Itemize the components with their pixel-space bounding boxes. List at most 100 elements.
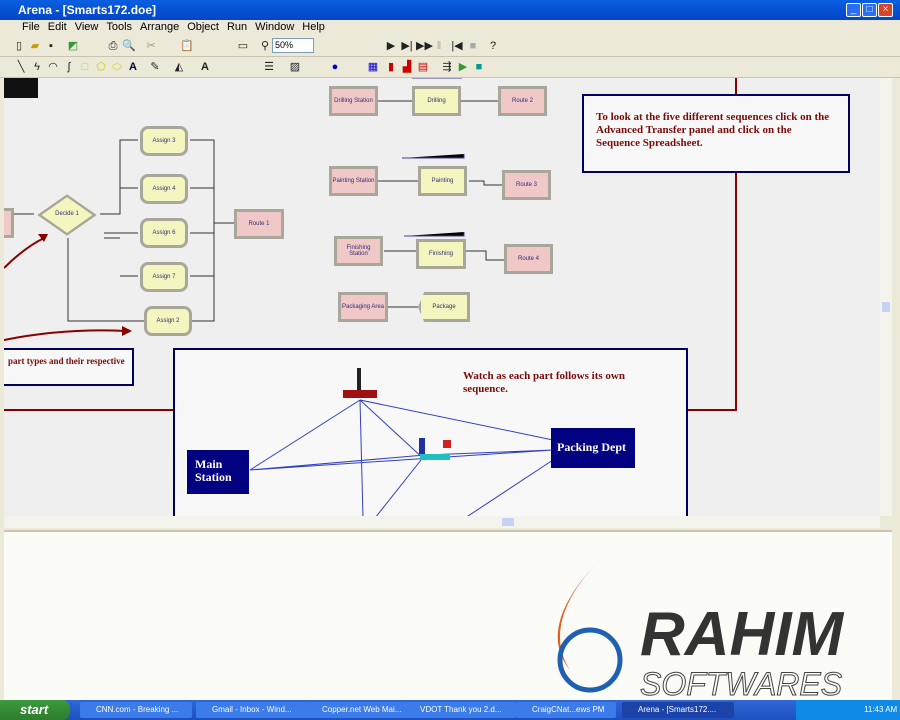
end-icon[interactable]: ■ [469,40,477,52]
close-button[interactable]: × [878,3,893,17]
assign-module[interactable]: Assign 6 [140,218,188,248]
line-color-icon[interactable]: ✎ [150,61,160,73]
menu-run[interactable]: Run [226,21,248,33]
route-module[interactable]: Route 4 [504,244,553,274]
assign-module[interactable]: Assign 7 [140,262,188,292]
taskbar-item[interactable]: Copper.net Web Mai... [306,702,418,718]
menu-arrange[interactable]: Arrange [140,21,180,33]
line-icon[interactable]: ╲ [17,61,25,73]
step-icon[interactable]: ▶| [401,40,413,52]
system-tray: 11:43 AM [796,700,900,720]
assign-module[interactable]: Assign 2 [144,306,192,336]
taskbar-item[interactable]: Gmail - Inbox - Wind... [196,702,308,718]
horizontal-scrollbar[interactable] [4,516,880,528]
minimize-button[interactable]: _ [846,3,861,17]
decide-module[interactable]: Decide 1 [55,211,79,217]
window-title: Arena - [Smarts172.doe] [18,3,157,17]
part-types-note: part types and their respective [8,356,125,366]
named-view-thumbnail [4,78,38,98]
part-types-note-box: part types and their respective [4,348,134,386]
menu-view[interactable]: View [74,21,99,33]
drawing-toolbar: ╲ ϟ ◠ ∫ □ ⬠ ⬭ A ✎ ◭ A ☰ ▨ ● ▦ ▮ ▟ ▤ ⇶ ▶ … [0,57,900,78]
clock: 11:43 AM [864,705,898,714]
taskbar-item-active[interactable]: Arena - [Smarts172.... [622,702,734,718]
packing-dept-label: Packing Dept [551,428,635,468]
sequence-note: To look at the five different sequences … [596,111,830,149]
layers-icon[interactable]: ▭ [237,40,249,52]
line-width-icon[interactable]: ☰ [264,61,274,73]
variable-icon[interactable]: ▦ [367,61,379,73]
print-icon[interactable]: ⎙ [108,40,118,52]
box-icon[interactable]: □ [81,61,89,73]
vertical-scrollbar[interactable] [880,78,892,516]
new-icon[interactable]: ▯ [15,40,23,52]
start-button[interactable]: start [0,700,70,720]
assign-module[interactable]: Assign 3 [140,126,188,156]
level-icon[interactable]: ▮ [387,61,395,73]
menu-bar: File Edit View Tools Arrange Object Run … [0,20,900,35]
station-module[interactable]: Drilling Station [329,86,378,116]
watch-note: Watch as each part follows its own seque… [463,370,625,395]
save-icon[interactable]: ▪ [49,40,53,52]
print-preview-icon[interactable]: 🔍 [122,40,136,52]
arc-icon[interactable]: ◠ [48,61,58,73]
station-module[interactable]: Packaging Area [338,292,388,322]
menu-help[interactable]: Help [302,21,325,33]
start-over-icon[interactable]: |◀ [451,40,463,52]
polyline-icon[interactable]: ϟ [34,61,40,73]
taskbar-item[interactable]: VDOT Thank you 2.d... [404,702,516,718]
maximize-button[interactable]: □ [862,3,877,17]
dispose-module[interactable]: Package [418,292,470,322]
queue-icon[interactable]: ⇶ [442,61,452,73]
menu-file[interactable]: File [22,21,40,33]
process-module[interactable]: Drilling [412,86,461,116]
create-module[interactable] [4,208,14,238]
template-attach-icon[interactable]: ◩ [67,40,79,52]
fast-forward-icon[interactable]: ▶▶ [416,40,433,52]
zoom-select[interactable]: 50% [272,38,314,53]
paste-icon[interactable]: 📋 [180,40,194,52]
process-module[interactable]: Painting [418,166,467,196]
histogram-icon[interactable]: ▟ [402,61,412,73]
sequence-note-box: To look at the five different sequences … [582,94,850,173]
svg-text:RAHIM: RAHIM [640,600,845,669]
fill-color-icon[interactable]: ◭ [174,61,184,73]
pause-icon[interactable]: ‖ [436,40,442,52]
animation-panel: Watch as each part follows its own seque… [173,348,688,516]
text-color-icon[interactable]: A [201,61,209,73]
zoom-icon[interactable]: ⚲ [260,40,270,52]
taskbar-item[interactable]: CraigCNat...ews PM [516,702,616,718]
menu-edit[interactable]: Edit [47,21,67,33]
run-go-icon[interactable]: ▶ [386,40,396,52]
station-module[interactable]: Finishing Station [334,236,383,266]
polygon-icon[interactable]: ⬠ [96,61,106,73]
menu-tools[interactable]: Tools [106,21,133,33]
route-module[interactable]: Route 2 [498,86,547,116]
ellipse-icon[interactable]: ⬭ [112,61,122,73]
model-canvas[interactable]: Decide 1 Assign 3 Assign 4 Assign 6 Assi… [4,78,880,516]
open-icon[interactable]: ▰ [30,40,40,52]
curve-icon[interactable]: ∫ [67,61,71,73]
plot-icon[interactable]: ▤ [417,61,429,73]
route-module[interactable]: Route 3 [502,170,551,200]
help-icon[interactable]: ? [489,40,497,52]
fill-pattern-icon[interactable]: ▨ [289,61,301,73]
menu-window[interactable]: Window [255,21,295,33]
standard-toolbar: ▯ ▰ ▪ ◩ ⎙ 🔍 ✂ 📋 ▭ ⚲ 50% ▶ ▶| ▶▶ ‖ |◀ ■ ? [0,36,900,57]
resource-icon[interactable]: ▶ [458,61,468,73]
cut-icon[interactable]: ✂ [146,40,156,52]
horizontal-scroll-thumb[interactable] [502,518,514,526]
vertical-scroll-thumb[interactable] [882,302,890,312]
connector-lines [4,78,737,411]
route-module[interactable]: Route 1 [234,209,284,239]
taskbar-item[interactable]: CNN.com - Breaking ... [80,702,192,718]
project-bar-pane[interactable] [4,530,892,700]
text-icon[interactable]: A [129,61,137,73]
station-module[interactable]: Painting Station [329,166,378,196]
menu-object[interactable]: Object [187,21,219,33]
svg-text:SOFTWARES: SOFTWARES [640,666,842,700]
assign-module[interactable]: Assign 4 [140,174,188,204]
process-module[interactable]: Finishing [416,239,466,269]
station-icon[interactable]: ■ [475,61,483,73]
clock-icon[interactable]: ● [331,61,339,73]
